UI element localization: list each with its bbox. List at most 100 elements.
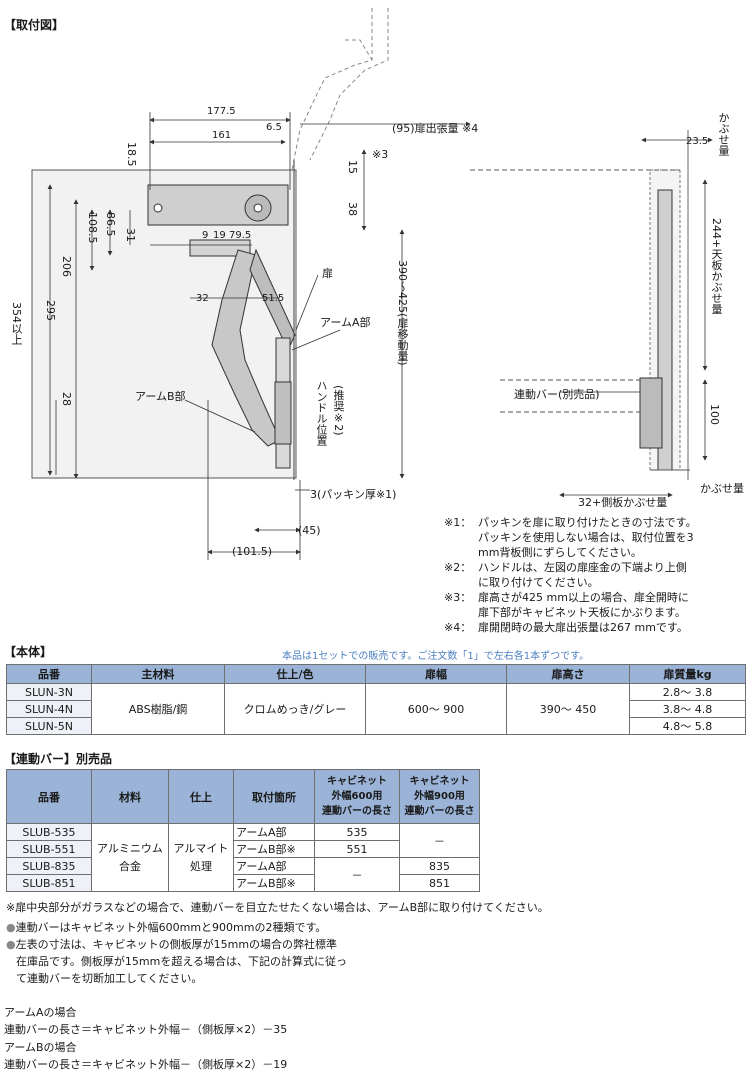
label-linkage-bar: 連動バー(別売品) bbox=[514, 388, 600, 401]
len-600: 551 bbox=[314, 840, 400, 858]
dim-95-door-projection: (95)扉出張量 ※4 bbox=[392, 122, 479, 135]
dim-45: (45) bbox=[298, 524, 321, 537]
len-600: 535 bbox=[314, 823, 400, 841]
bar-heading: 【連動バー】別売品 bbox=[4, 752, 113, 766]
dim-32: 32 bbox=[196, 293, 209, 304]
th-weight: 扉質量kg bbox=[629, 664, 746, 684]
mounting-diagram bbox=[31, 8, 713, 560]
th-len-900: キャビネット外幅900用連動バーの長さ bbox=[399, 769, 480, 824]
dim-15: 15 bbox=[346, 160, 359, 174]
dim-28: 28 bbox=[60, 392, 73, 406]
note-line: mm背板側にずらしてください。 bbox=[478, 546, 642, 559]
arm-b bbox=[211, 249, 281, 447]
bar-finish-cell: アルマイト処理 bbox=[168, 823, 234, 892]
body-spec-table: 品番 主材料 仕上/色 扉幅 扉高さ 扉質量kg SLUN-3N ABS樹脂/鋼… bbox=[6, 664, 746, 735]
label-arm-b: アームB部 bbox=[135, 390, 186, 403]
dim-108-5: 108.5 bbox=[86, 212, 99, 244]
note-key: ※1： bbox=[444, 516, 472, 529]
label-handle-position: ハンドル位置 bbox=[315, 380, 328, 446]
body-heading: 【本体】 bbox=[4, 645, 53, 659]
label-arm-a: アームA部 bbox=[320, 316, 371, 329]
mount-diagram-heading: 【取付図】 bbox=[4, 18, 65, 32]
table-row: SLUN-3N ABS樹脂/鋼 クロムめっき/グレー 600～ 900 390～… bbox=[6, 683, 746, 735]
dim-32-side: 32+側板かぶせ量 bbox=[578, 496, 668, 509]
table-row: SLUB-535 アルミニウム合金 アルマイト処理 アームA部 535 － bbox=[6, 823, 480, 892]
footnote-bullet-1: ●連動バーはキャビネット外幅600mmと900mmの2種類です。 bbox=[6, 921, 327, 934]
dim-18-5: 18.5 bbox=[125, 142, 138, 167]
product-code: SLUN-3N bbox=[6, 683, 92, 701]
material-cell: ABS樹脂/鋼 bbox=[91, 683, 225, 735]
dim-3-packing: 3(パッキン厚※1) bbox=[310, 488, 397, 501]
weight-cell: 4.8～ 5.8 bbox=[629, 717, 746, 735]
bar-place: アームA部 bbox=[233, 823, 315, 841]
weight-cell: 3.8～ 4.8 bbox=[629, 700, 746, 718]
th-code: 品番 bbox=[6, 664, 92, 684]
note-3-marker: ※3 bbox=[372, 148, 389, 161]
formula-a: 連動バーの長さ＝キャビネット外幅－（側板厚×2）－35 bbox=[4, 1023, 288, 1036]
bar-place: アームB部※ bbox=[233, 874, 315, 892]
bar-spec-table: 品番 材料 仕上 取付箇所 キャビネット外幅600用連動バーの長さ キャビネット… bbox=[6, 769, 480, 892]
dim-354: 354以上 bbox=[10, 302, 23, 345]
dim-31: 31 bbox=[124, 228, 137, 242]
th-bar-material: 材料 bbox=[91, 769, 169, 824]
finish-cell: クロムめっき/グレー bbox=[224, 683, 366, 735]
dim-100: 100 bbox=[708, 404, 721, 425]
width-cell: 600～ 900 bbox=[365, 683, 507, 735]
door-fitting bbox=[274, 381, 292, 445]
th-finish: 仕上/色 bbox=[224, 664, 366, 684]
bar-code: SLUB-551 bbox=[6, 840, 92, 858]
dim-23-5: 23.5 bbox=[686, 136, 709, 147]
table-row: SLUB-551 アームB部※ 551 bbox=[6, 840, 480, 858]
dim-177-5: 177.5 bbox=[207, 106, 236, 117]
len-900: 835 bbox=[399, 857, 480, 875]
bar-code: SLUB-835 bbox=[6, 857, 92, 875]
footnote-bullet-2: ●左表の寸法は、キャビネットの側板厚が15mmの場合の弊社標準 bbox=[6, 938, 338, 951]
dim-6-5: 6.5 bbox=[266, 122, 282, 133]
note-line: パッキンを使用しない場合は、取付位置を3 bbox=[478, 531, 694, 544]
side-view bbox=[470, 130, 713, 498]
bar-code: SLUB-851 bbox=[6, 874, 92, 892]
bar-code: SLUB-535 bbox=[6, 823, 92, 841]
note-line: パッキンを扉に取り付けたときの寸法です。 bbox=[478, 516, 697, 529]
weight-cell: 2.8～ 3.8 bbox=[629, 683, 746, 701]
door-open-outline bbox=[291, 8, 389, 171]
dim-161: 161 bbox=[212, 130, 232, 141]
len-600: － bbox=[314, 857, 400, 892]
bar-place: アームA部 bbox=[233, 857, 315, 875]
bracket bbox=[189, 239, 251, 257]
dim-295: 295 bbox=[44, 300, 57, 321]
notes-block: ※1： パッキンを扉に取り付けたときの寸法です。 パッキンを使用しない場合は、取付… bbox=[444, 515, 749, 635]
th-bar-code: 品番 bbox=[6, 769, 92, 824]
sales-notice: 本品は1セットでの販売です。ご注文数「1」で左右各1本ずつです。 bbox=[282, 651, 590, 662]
formula-b: 連動バーの長さ＝キャビネット外幅－（側板厚×2）－19 bbox=[4, 1058, 288, 1071]
th-bar-place: 取付箇所 bbox=[233, 769, 315, 824]
formula-b-title: アームBの場合 bbox=[4, 1041, 77, 1054]
footnote-bullet-2-line2: 在庫品です。側板厚が15mmを超える場合は、下記の計算式に従っ bbox=[16, 955, 347, 968]
dim-19: 19 bbox=[213, 230, 226, 241]
label-handle-recommended: (推奨※2) bbox=[332, 385, 345, 436]
th-bar-finish: 仕上 bbox=[168, 769, 234, 824]
note-line: 扉開閉時の最大扉出張量は267 mmです。 bbox=[478, 621, 688, 634]
dim-79-5: 79.5 bbox=[229, 230, 252, 241]
dim-51-5: 51.5 bbox=[262, 293, 285, 304]
label-top-cover: 244+天板かぶせ量 bbox=[710, 218, 723, 315]
screw-hole bbox=[153, 203, 163, 213]
label-door: 扉 bbox=[322, 267, 333, 280]
label-cover-top: かぶせ量 bbox=[717, 112, 730, 156]
note-line: ハンドルは、左図の扉座金の下端より上側 bbox=[478, 561, 687, 574]
dim-9: 9 bbox=[202, 230, 209, 241]
dim-206: 206 bbox=[60, 256, 73, 277]
dim-390-425: 390～425(扉移動量) bbox=[396, 260, 409, 366]
note-key: ※3： bbox=[444, 591, 472, 604]
label-cover: かぶせ量 bbox=[700, 482, 744, 495]
dim-101-5: (101.5) bbox=[232, 545, 273, 558]
formula-a-title: アームAの場合 bbox=[4, 1006, 77, 1019]
bar-material-cell: アルミニウム合金 bbox=[91, 823, 169, 892]
note-key: ※4： bbox=[444, 621, 472, 634]
len-900: － bbox=[399, 823, 480, 858]
dim-38: 38 bbox=[346, 202, 359, 216]
product-code: SLUN-4N bbox=[6, 700, 92, 718]
note-line: に取り付けてください。 bbox=[478, 576, 599, 589]
dim-86-5: 86.5 bbox=[104, 212, 117, 237]
th-material: 主材料 bbox=[91, 664, 225, 684]
